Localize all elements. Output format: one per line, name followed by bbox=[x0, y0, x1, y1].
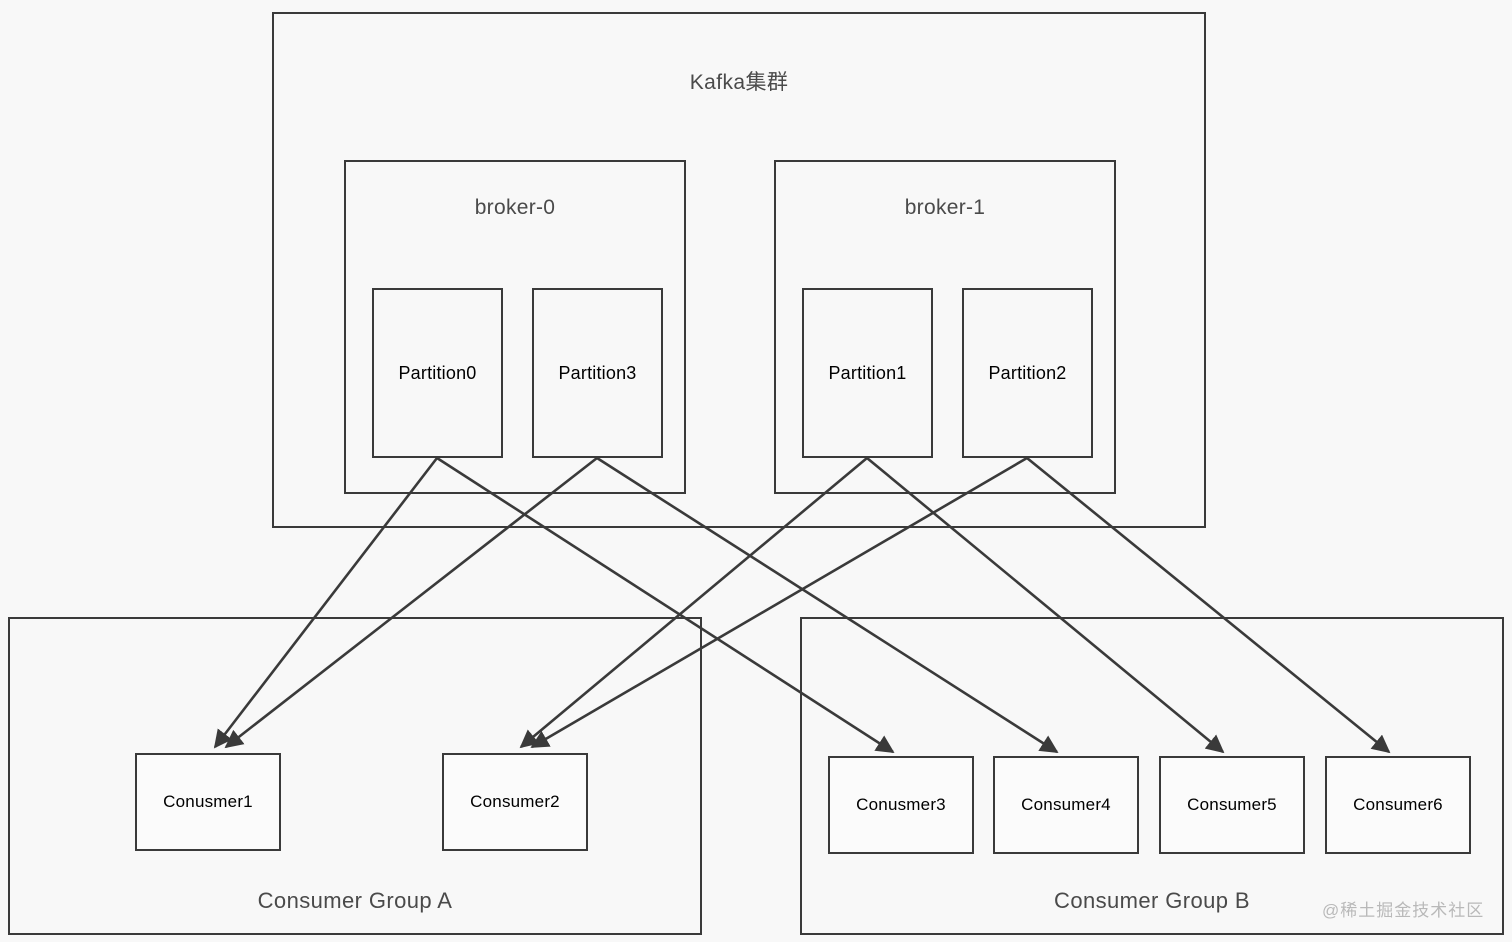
broker-1-box bbox=[774, 160, 1116, 494]
partition-box-partition0[interactable]: Partition0 bbox=[372, 288, 503, 458]
consumer-box-consumer4[interactable]: Consumer4 bbox=[993, 756, 1139, 854]
partition-box-partition1[interactable]: Partition1 bbox=[802, 288, 933, 458]
partition-label: Partition0 bbox=[398, 362, 477, 383]
consumer-label: Conusmer3 bbox=[856, 795, 946, 814]
consumer-label: Consumer2 bbox=[470, 792, 560, 811]
consumer-box-consumer6[interactable]: Consumer6 bbox=[1325, 756, 1471, 854]
consumer-label: Consumer5 bbox=[1187, 795, 1277, 814]
consumer-group-a-box bbox=[8, 617, 702, 935]
consumer-label: Consumer4 bbox=[1021, 795, 1111, 814]
partition-box-partition3[interactable]: Partition3 bbox=[532, 288, 663, 458]
kafka-cluster-box bbox=[272, 12, 1206, 528]
consumer-box-consumer5[interactable]: Consumer5 bbox=[1159, 756, 1305, 854]
broker-1-title: broker-1 bbox=[904, 196, 986, 219]
consumer-label: Conusmer1 bbox=[163, 792, 253, 811]
kafka-cluster-title: Kafka集群 bbox=[689, 71, 789, 94]
consumer-box-consumer2[interactable]: Consumer2 bbox=[442, 753, 588, 851]
consumer-label: Consumer6 bbox=[1353, 795, 1443, 814]
partition-label: Partition3 bbox=[558, 362, 637, 383]
consumer-group-a-title: Consumer Group A bbox=[257, 888, 453, 913]
consumer-box-conusmer3[interactable]: Conusmer3 bbox=[828, 756, 974, 854]
partition-label: Partition1 bbox=[828, 362, 907, 383]
consumer-box-conusmer1[interactable]: Conusmer1 bbox=[135, 753, 281, 851]
watermark: @稀土掘金技术社区 bbox=[1322, 901, 1485, 920]
partition-label: Partition2 bbox=[988, 362, 1067, 383]
broker-0-box bbox=[344, 160, 686, 494]
consumer-group-b-title: Consumer Group B bbox=[1054, 888, 1250, 913]
broker-0-title: broker-0 bbox=[474, 196, 556, 219]
partition-box-partition2[interactable]: Partition2 bbox=[962, 288, 1093, 458]
consumer-group-b-box bbox=[800, 617, 1504, 935]
